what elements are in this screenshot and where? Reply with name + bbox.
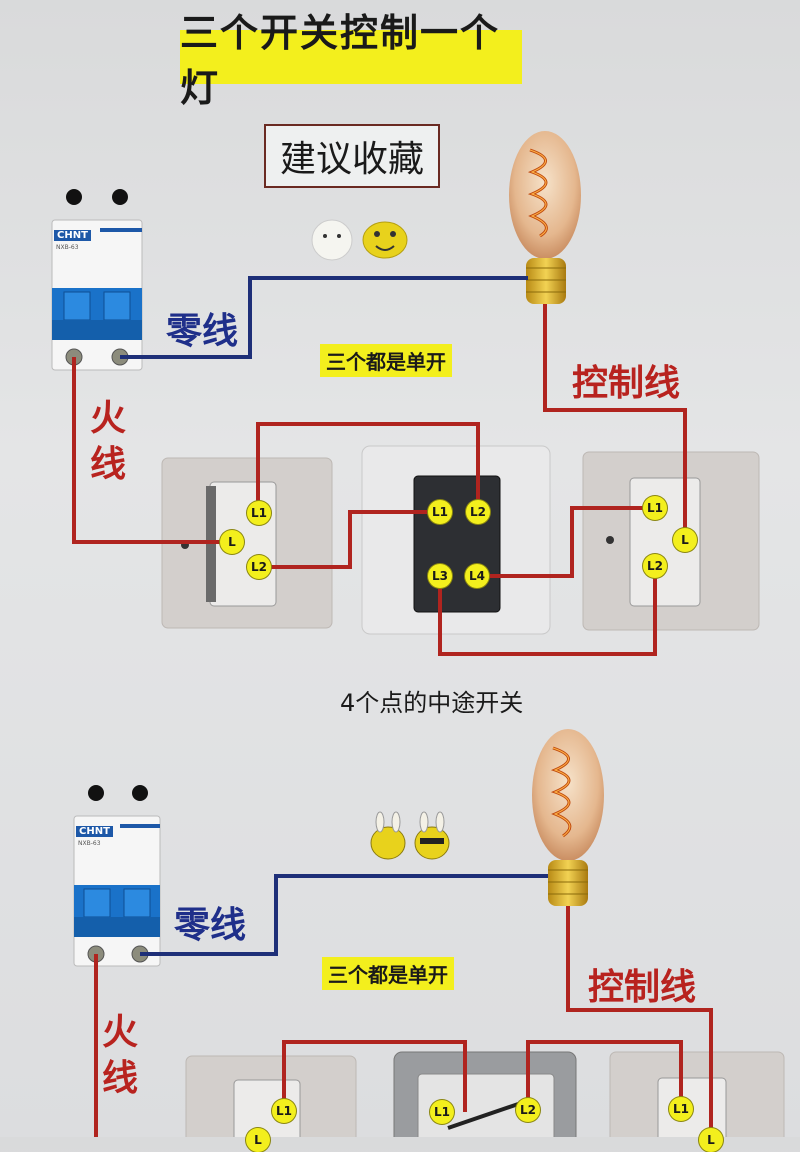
live-label-char-2: 线 (101, 1058, 138, 1099)
circuit-breaker-bottom (73, 785, 161, 967)
neutral-label-top: 零线 (166, 311, 239, 352)
middle-switch-caption: 4个点的中途开关 (340, 689, 524, 717)
left-switch-terminal-l: L (220, 530, 244, 554)
left-switch-terminal-l1-bottom: L1 (272, 1099, 296, 1123)
live-wires-bottom (94, 906, 713, 1137)
middle-switch-terminal-l2-bottom: L2 (516, 1098, 540, 1122)
edison-bulb-top (509, 131, 581, 304)
right-switch-terminal-l2: L2 (643, 554, 667, 578)
right-switch-plate-bottom (609, 1051, 785, 1137)
neutral-label-bottom: 零线 (174, 905, 247, 946)
note-bottom: 三个都是单开 (322, 957, 454, 990)
middle-switch-terminal-l1-bottom: L1 (430, 1100, 454, 1124)
right-switch-terminal-l-bottom: L (699, 1128, 723, 1152)
live-label-char-1: 火 (89, 398, 126, 439)
live-label-char-2: 线 (89, 444, 126, 485)
left-switch-terminal-l1: L1 (247, 501, 271, 525)
breaker-brand-bottom: CHNT (76, 826, 113, 837)
right-switch-terminal-l1-bottom: L1 (669, 1097, 693, 1121)
save-note: 建议收藏 (264, 124, 440, 188)
live-wires-top (72, 304, 687, 656)
breaker-brand-top: CHNT (54, 230, 91, 241)
middle-switch-terminal-l2: L2 (466, 500, 490, 524)
middle-switch-terminal-l4: L4 (465, 564, 489, 588)
circuit-breaker-top (51, 189, 143, 371)
breaker-model-bottom: NXB-63 (78, 840, 101, 847)
left-switch-terminal-l-bottom: L (246, 1128, 270, 1152)
live-label-top: 火 线 (88, 396, 128, 488)
mascot-stickers-top (311, 219, 408, 261)
control-label-top: 控制线 (572, 363, 681, 404)
middle-switch-plate-top (361, 445, 551, 635)
right-switch-plate-top (582, 451, 760, 631)
middle-switch-plate-bottom (393, 1051, 577, 1137)
right-switch-terminal-l1: L1 (643, 496, 667, 520)
live-label-bottom: 火 线 (100, 1010, 140, 1102)
breaker-model-top: NXB-63 (56, 244, 79, 251)
right-switch-terminal-l: L (673, 528, 697, 552)
neutral-wire-bottom (140, 874, 548, 956)
edison-bulb-bottom (532, 729, 604, 906)
neutral-wire-top (120, 276, 528, 359)
middle-switch-terminal-l1: L1 (428, 500, 452, 524)
control-label-bottom: 控制线 (588, 967, 697, 1008)
left-switch-terminal-l2: L2 (247, 555, 271, 579)
middle-switch-terminal-l3: L3 (428, 564, 452, 588)
left-switch-plate-bottom (185, 1055, 357, 1137)
page-title: 三个开关控制一个灯 (180, 11, 522, 110)
mascot-stickers-bottom (370, 811, 450, 860)
live-label-char-1: 火 (101, 1012, 138, 1053)
note-top: 三个都是单开 (320, 344, 452, 377)
